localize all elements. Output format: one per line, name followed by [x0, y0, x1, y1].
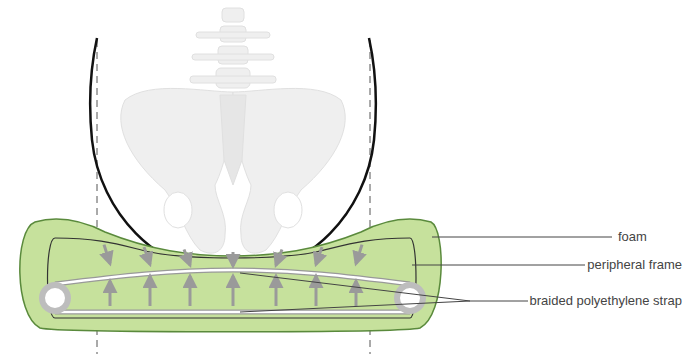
frame-tube [42, 285, 68, 311]
force-arrow [189, 276, 192, 306]
part-label: braided polyethylene strap [528, 293, 685, 309]
force-arrow [316, 247, 322, 264]
part-label: peripheral frame [585, 257, 684, 273]
force-arrow [355, 281, 358, 306]
force-arrow [356, 245, 362, 264]
frame-tube [397, 285, 423, 311]
body-outline [90, 38, 376, 272]
force-arrow [232, 276, 235, 306]
force-arrow [184, 249, 190, 265]
force-arrow [149, 276, 152, 306]
force-arrow [276, 249, 282, 265]
pelvis-bones [121, 8, 345, 253]
strap [55, 310, 410, 315]
foam-cushion [20, 219, 441, 332]
force-arrow [144, 247, 150, 264]
force-arrow [109, 281, 112, 306]
force-arrow [315, 276, 318, 306]
part-label: foam [616, 229, 649, 245]
force-arrow [275, 276, 278, 306]
force-arrows [104, 245, 362, 306]
force-arrow [104, 245, 110, 264]
force-arrow [232, 252, 235, 266]
